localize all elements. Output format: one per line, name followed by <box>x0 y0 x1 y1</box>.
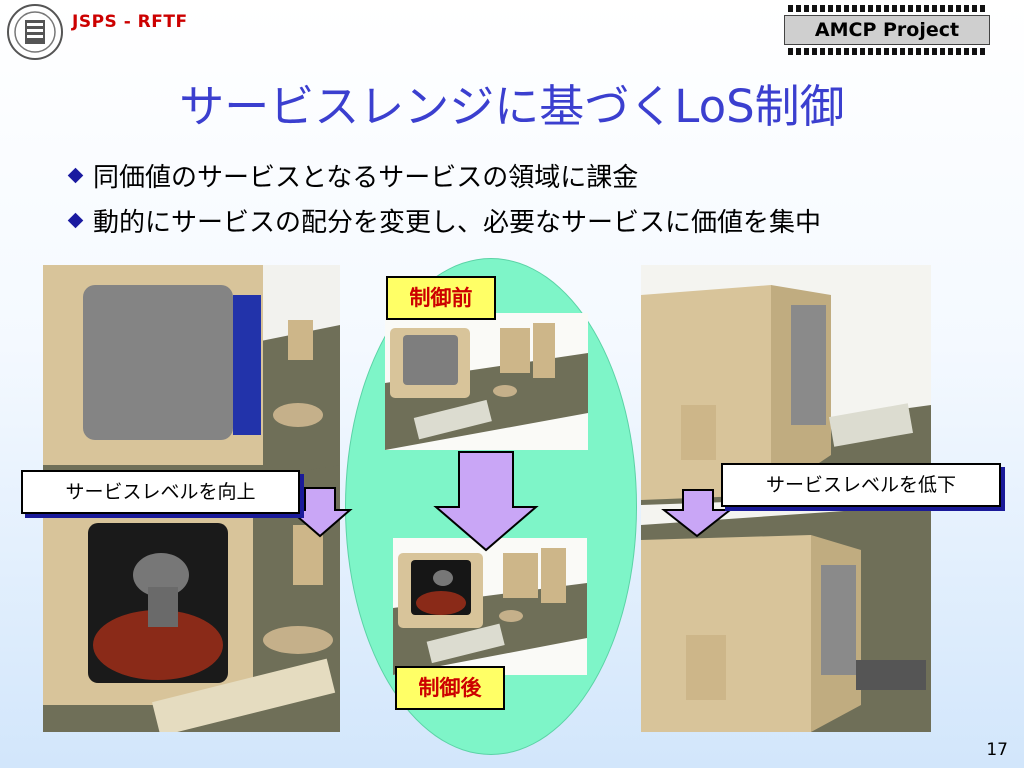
before-control-label: 制御前 <box>386 276 496 320</box>
right-down-arrow-icon <box>661 489 733 538</box>
before-scene-image <box>385 313 588 450</box>
raise-service-level-callout: サービスレベルを向上 <box>21 470 300 514</box>
slide-title: サービスレンジに基づくLoS制御 <box>179 80 845 133</box>
page-number: 17 <box>986 740 1008 760</box>
lower-service-level-callout: サービスレベルを低下 <box>721 463 1001 507</box>
bullet-item: 動的にサービスの配分を変更し、必要なサービスに価値を集中 <box>67 202 822 239</box>
organization-label: JSPS - RFTF <box>72 12 188 32</box>
after-control-label: 制御後 <box>395 666 505 710</box>
bullet-item: 同価値のサービスとなるサービスの領域に課金 <box>67 157 639 194</box>
bullet-text: 動的にサービスの配分を変更し、必要なサービスに価値を集中 <box>93 208 822 238</box>
center-down-arrow-icon <box>433 451 539 552</box>
university-logo <box>6 3 64 61</box>
project-badge: AMCP Project <box>784 5 990 55</box>
after-scene-image <box>393 538 587 675</box>
left-down-arrow-icon <box>287 487 353 538</box>
bullet-text: 同価値のサービスとなるサービスの領域に課金 <box>93 163 639 193</box>
left-scene-image <box>43 265 340 732</box>
project-label: AMCP Project <box>784 15 990 45</box>
